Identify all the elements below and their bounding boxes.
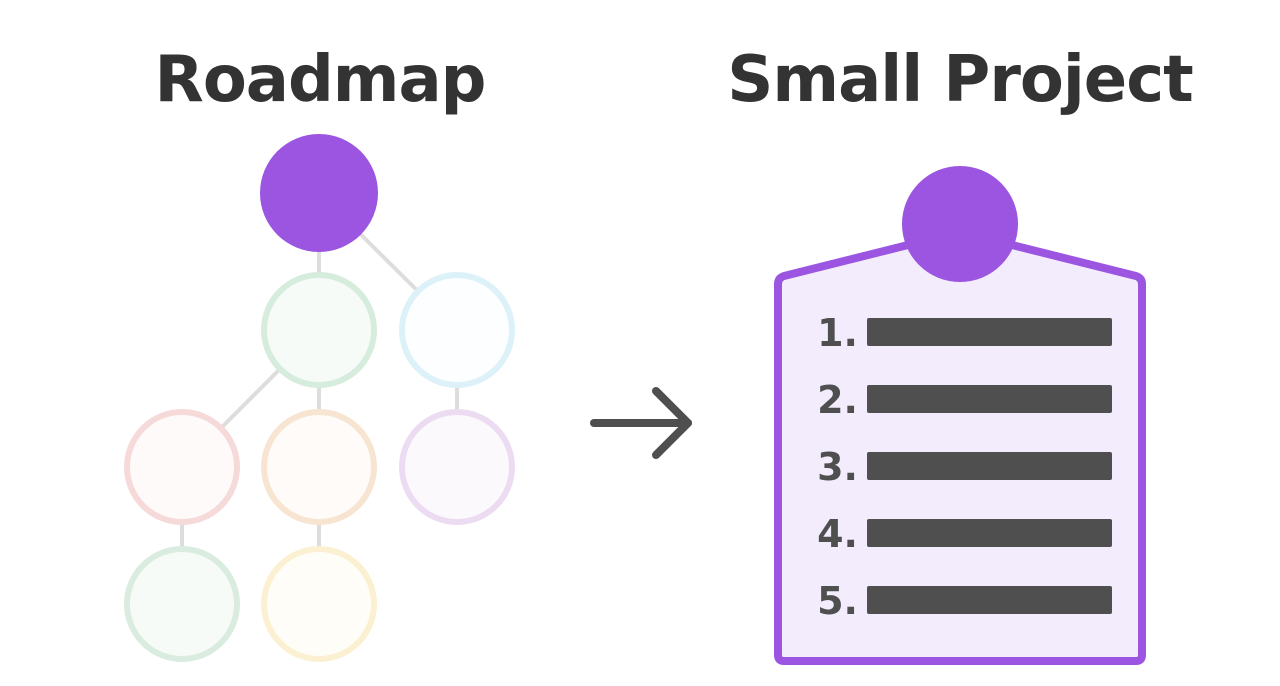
roadmap-node: [261, 272, 377, 388]
step-placeholder-bar: [867, 385, 1112, 413]
roadmap-title: Roadmap: [154, 43, 487, 117]
step-number: 5.: [817, 579, 858, 623]
roadmap-connector: [219, 367, 282, 430]
roadmap-tree: [124, 134, 515, 662]
step-placeholder-bar: [867, 452, 1112, 480]
step-number: 3.: [817, 445, 858, 489]
step-number: 1.: [817, 311, 858, 355]
step-placeholder-bar: [867, 519, 1112, 547]
clipboard-icon: 1. 2. 3. 4. 5.: [774, 166, 1146, 665]
roadmap-node: [124, 409, 240, 525]
roadmap-connectors: [180, 230, 459, 549]
roadmap-root-node: [260, 134, 378, 252]
step-number: 2.: [817, 378, 858, 422]
roadmap-node: [399, 272, 515, 388]
roadmap-node: [261, 409, 377, 525]
step-number: 4.: [817, 512, 858, 556]
clipboard-clip: [902, 166, 1018, 282]
roadmap-node: [399, 409, 515, 525]
roadmap-connector: [356, 230, 420, 293]
step-placeholder-bar: [867, 318, 1112, 346]
roadmap-node: [124, 546, 240, 662]
step-placeholder-bar: [867, 586, 1112, 614]
small-project-title: Small Project: [727, 43, 1193, 117]
project-step-list: 1. 2. 3. 4. 5.: [817, 311, 1112, 623]
right-arrow-icon: [590, 387, 692, 459]
roadmap-node: [261, 546, 377, 662]
